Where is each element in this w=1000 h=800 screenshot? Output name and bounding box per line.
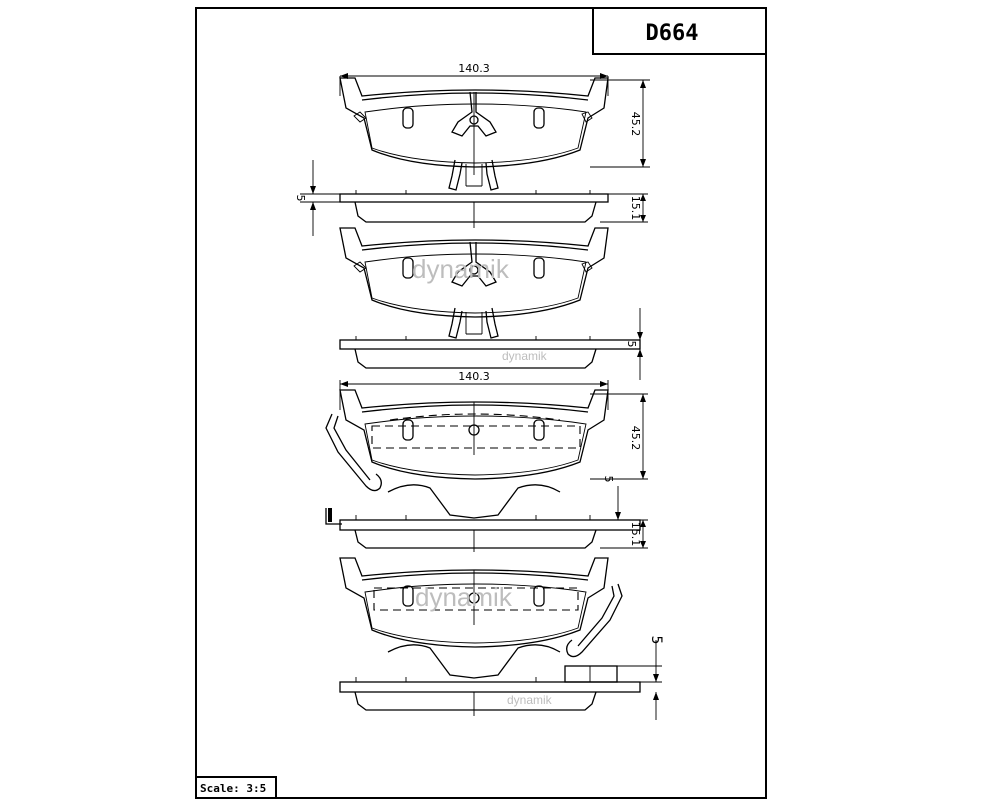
pad-1-front-view (339, 77, 609, 175)
watermark-4: dynamik (507, 693, 553, 707)
pad-2-clips (448, 307, 499, 339)
pad-2-side-view: 5 (339, 308, 643, 380)
pad-3-dimensions: 140.3 45.2 5 15.1 (339, 370, 648, 549)
length-label: 140.3 (458, 62, 490, 75)
pad-3-side-view (325, 508, 641, 552)
watermark-2: dynamik (502, 349, 548, 363)
pad-1-clips (448, 159, 499, 191)
thickness-label: 15.1 (629, 196, 642, 221)
chamfer-label-2: 5 (625, 341, 638, 348)
part-code: D664 (646, 21, 699, 46)
pad-4-side-view: 5 (339, 636, 664, 720)
pad-1-side-view (339, 190, 609, 228)
pad-4-front-view (339, 557, 623, 679)
chamfer-label-4: 5 (648, 636, 664, 645)
watermark-1: dynamik (412, 254, 510, 284)
chamfer-label-3: 5 (602, 476, 615, 483)
watermark-3: dynamik (415, 582, 513, 612)
thickness-label-2: 15.1 (629, 522, 642, 547)
pad-3-front-view (325, 389, 609, 519)
drawing-frame (195, 7, 767, 799)
watermarks: dynamik dynamik dynamik dynamik (412, 254, 553, 707)
height-label: 45.2 (629, 112, 642, 137)
title-block (592, 7, 767, 55)
pad-2-front-view (339, 227, 609, 318)
length-label-2: 140.3 (458, 370, 490, 383)
scale-block (195, 776, 277, 799)
pad-1-dimensions: 140.3 45.2 15.1 5 (294, 62, 650, 236)
height-label-2: 45.2 (629, 426, 642, 451)
scale-label: Scale: 3:5 (200, 782, 266, 795)
chamfer-label: 5 (294, 195, 307, 202)
